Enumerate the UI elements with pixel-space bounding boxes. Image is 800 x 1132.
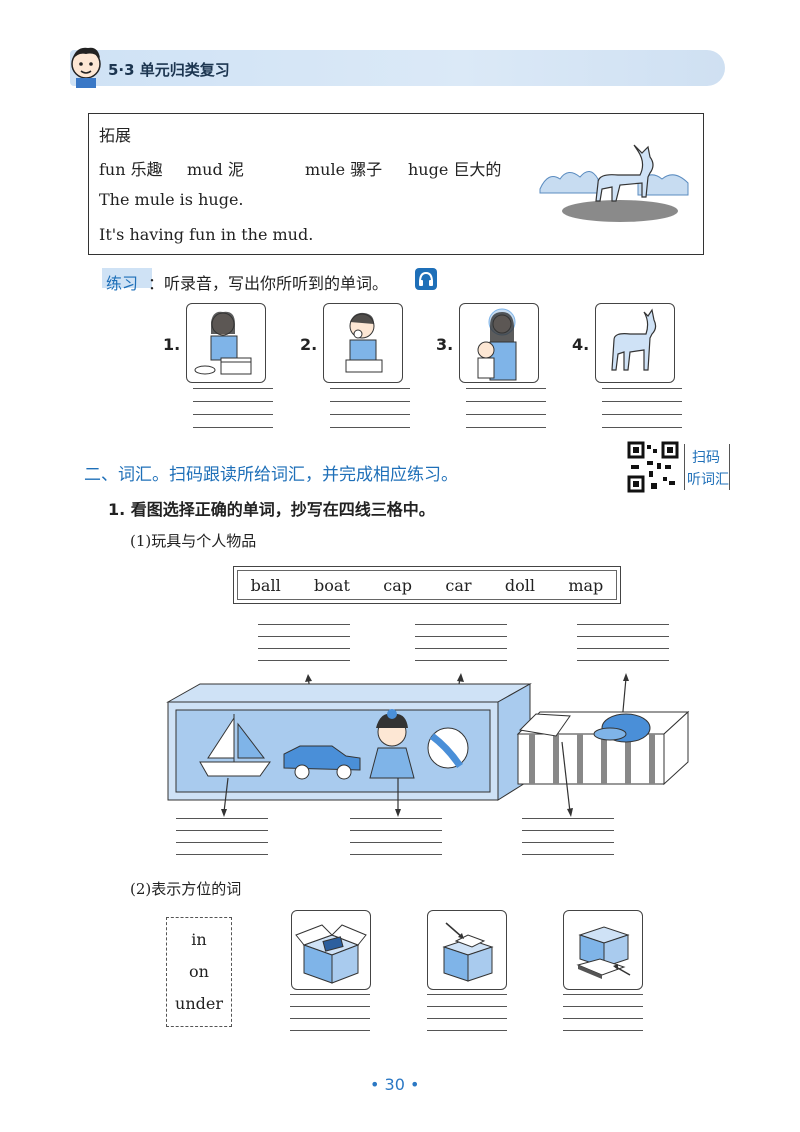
item-number-2: 2. <box>300 335 318 354</box>
write-lines-3[interactable] <box>466 388 546 438</box>
page-number: • 30 • <box>370 1075 420 1094</box>
item-number-1: 1. <box>163 335 181 354</box>
preposition-box: in on under <box>166 917 232 1027</box>
sub-title-1: (1)玩具与个人物品 <box>130 532 257 550</box>
write-lines-under[interactable] <box>563 994 643 1042</box>
write-lines-2[interactable] <box>330 388 410 438</box>
task-1-instruction: 1. 看图选择正确的单词，抄写在四线三格中。 <box>108 500 435 519</box>
word-ball: ball <box>250 575 281 595</box>
mule-icon <box>611 308 657 371</box>
practice-instruction: ：听录音，写出你所听到的单词。 <box>148 274 389 293</box>
qr-label-line1: 扫码 <box>692 450 720 466</box>
picture-girl-cake <box>186 303 266 383</box>
word-bank: ball boat cap car doll map <box>233 566 621 604</box>
write-lines-lower-2[interactable] <box>350 818 442 866</box>
write-lines-upper-3[interactable] <box>577 624 669 672</box>
write-lines-upper-1[interactable] <box>258 624 350 672</box>
headphone-icon[interactable] <box>415 268 437 290</box>
picture-in-box <box>291 910 371 990</box>
practice-label-bg <box>102 268 152 288</box>
write-lines-lower-3[interactable] <box>522 818 614 866</box>
qr-code-icon[interactable] <box>627 441 679 493</box>
book-on-box-icon <box>442 922 494 982</box>
prep-in: in <box>191 930 207 949</box>
word-map: map <box>568 575 604 595</box>
picture-boy-eating <box>323 303 403 383</box>
book-under-box-icon <box>576 926 631 979</box>
toy-shelf-illustration <box>166 673 690 817</box>
item-number-4: 4. <box>572 335 590 354</box>
vocab-huge: huge 巨大的 <box>408 160 502 179</box>
prep-under: under <box>175 994 223 1013</box>
vocab-fun: fun 乐趣 <box>99 160 163 179</box>
expand-title: 拓展 <box>99 126 132 145</box>
header-band <box>70 50 725 86</box>
item-number-3: 3. <box>436 335 454 354</box>
header-title: 5·3 单元归类复习 <box>108 61 230 79</box>
mascot-boy-icon <box>71 47 101 88</box>
write-lines-4[interactable] <box>602 388 682 438</box>
sentence-2: It's having fun in the mud. <box>99 225 314 244</box>
picture-mule <box>595 303 675 383</box>
qr-label-line2: 听词汇 <box>687 472 729 488</box>
picture-on-box <box>427 910 507 990</box>
girl-cake-icon <box>194 311 252 375</box>
vocab-mule: mule 骡子 <box>305 160 383 179</box>
write-lines-upper-2[interactable] <box>415 624 507 672</box>
write-lines-1[interactable] <box>193 388 273 438</box>
write-lines-in[interactable] <box>290 994 370 1042</box>
prep-on: on <box>189 962 209 981</box>
word-bank-inner-border <box>237 570 617 600</box>
word-cap: cap <box>383 575 412 595</box>
word-car: car <box>445 575 472 595</box>
vocab-mud: mud 泥 <box>187 160 244 179</box>
practice-label: 练习 <box>106 274 139 293</box>
qr-label-bracket <box>684 444 730 490</box>
sentence-1: The mule is huge. <box>99 190 244 209</box>
book-in-box-icon <box>295 924 367 984</box>
mule-in-mud-illustration <box>539 144 689 222</box>
mother-child-icon <box>477 308 517 381</box>
write-lines-on[interactable] <box>427 994 507 1042</box>
expand-box <box>88 113 704 255</box>
sub-title-2: (2)表示方位的词 <box>130 880 242 898</box>
word-doll: doll <box>504 575 535 595</box>
picture-mother-child <box>459 303 539 383</box>
boy-eating-icon <box>345 312 383 373</box>
picture-under-box <box>563 910 643 990</box>
word-boat: boat <box>314 575 350 595</box>
section-2-title: 二、词汇。扫码跟读所给词汇，并完成相应练习。 <box>84 465 458 485</box>
write-lines-lower-1[interactable] <box>176 818 268 866</box>
